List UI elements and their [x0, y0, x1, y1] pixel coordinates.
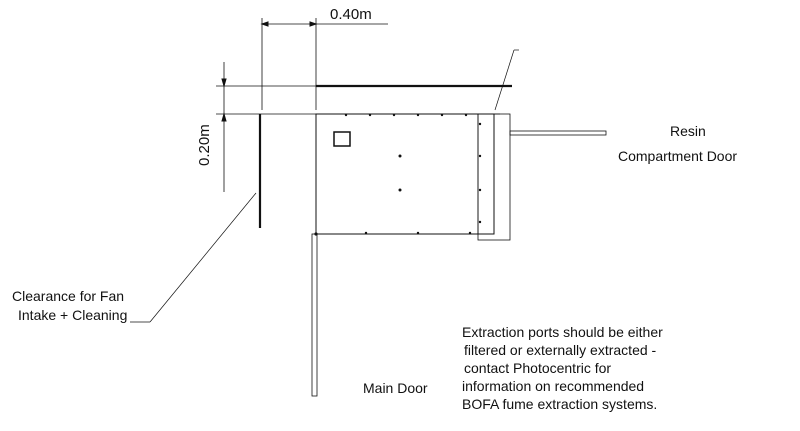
width-dimension-label: 0.40m	[330, 6, 372, 23]
note-line3: contact Photocentric for	[464, 360, 612, 376]
note-line1: Extraction ports should be either	[462, 324, 663, 340]
resin-door-label-line2: Compartment Door	[618, 148, 738, 164]
main-door-label: Main Door	[363, 380, 428, 396]
resin-compartment-door	[509, 130, 607, 136]
clearance-leader	[149, 192, 257, 323]
resin-door-label-line1: Resin	[670, 123, 706, 139]
port-square	[333, 131, 351, 147]
clearance-label-line2: Intake + Cleaning	[18, 307, 128, 323]
height-dimension-label: 0.20m	[196, 124, 213, 166]
note-line5: BOFA fume extraction systems.	[462, 396, 658, 412]
clearance-label-line1: Clearance for Fan	[12, 288, 125, 304]
note-line2: filtered or externally extracted -	[464, 342, 657, 358]
note-line4: information on recommended	[462, 378, 645, 394]
width-dimension	[260, 18, 388, 110]
perimeter-dots	[314, 113, 482, 236]
door-leader	[494, 49, 515, 111]
main-door	[311, 233, 318, 397]
machine-body	[315, 113, 511, 241]
